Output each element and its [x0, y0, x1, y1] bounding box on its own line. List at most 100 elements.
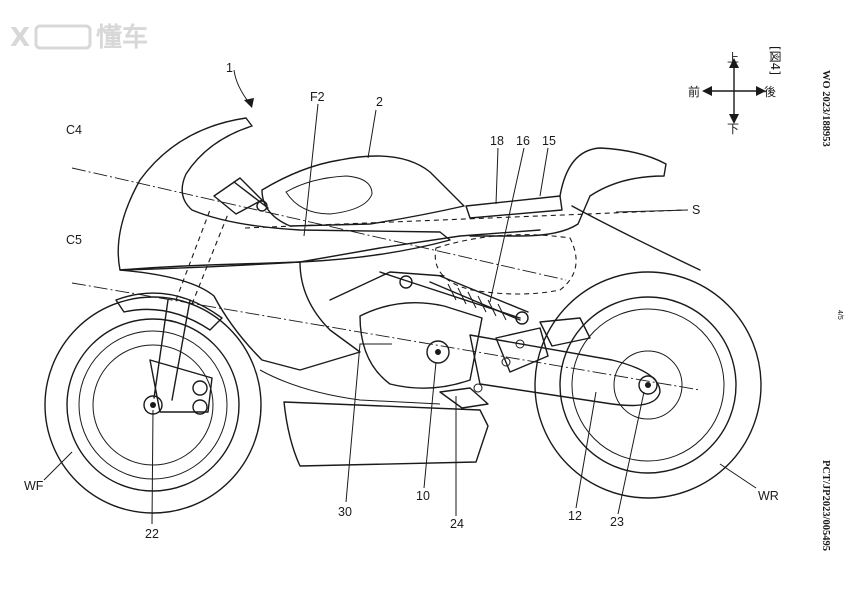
label-bracket-24: 24	[450, 517, 464, 531]
shock-bottom-mount	[515, 311, 529, 325]
watermark-logo-x: X	[10, 23, 30, 53]
lower-cowl	[283, 401, 489, 467]
link-pivot-lower	[192, 399, 208, 415]
leader-pivot-10	[423, 361, 437, 489]
seat-tail	[465, 147, 701, 271]
leader-rear-axle	[617, 391, 645, 515]
bar-end	[256, 200, 268, 212]
bracket-bolt-a	[473, 383, 483, 393]
watermark-brand-text: 懂车	[96, 22, 148, 53]
compass-down-label: 下	[727, 122, 739, 136]
label-seat-18: 18	[490, 134, 504, 148]
upper-cowl	[117, 117, 451, 271]
front-wheel	[44, 292, 262, 514]
leader-front-axle	[151, 409, 154, 525]
label-fuel-tank: 2	[376, 95, 383, 109]
front-rim	[78, 330, 228, 480]
reference-labels: 1 F2 2 C4 C5 18 16 15 S WF 22 30 10 24 1…	[24, 61, 779, 541]
front-axle-center	[150, 402, 156, 408]
fuel-tank-knee-recess	[285, 175, 373, 215]
side-fairing	[119, 261, 361, 371]
leader-motorcycle	[233, 69, 251, 105]
label-swingarm-12: 12	[568, 509, 582, 523]
bracket-24	[439, 387, 489, 409]
handlebar-grip	[233, 181, 269, 209]
frame	[299, 229, 577, 325]
front-tire-outer	[44, 296, 262, 514]
label-c4: C4	[66, 123, 82, 137]
compass-rear-arrow-icon	[756, 86, 766, 96]
steering-axis-hidden	[175, 209, 229, 305]
belly-line	[259, 369, 441, 405]
swing-arm-bracket	[539, 317, 591, 347]
page-mark: 4/5	[836, 310, 843, 320]
rear-hub	[613, 350, 683, 420]
rear-tire-outer	[534, 271, 762, 499]
center-line-c4	[71, 167, 567, 281]
rear-fender-line	[571, 205, 701, 271]
front-tire-inner	[66, 318, 240, 492]
leader-shock-16	[489, 147, 525, 303]
leader-f2	[303, 103, 319, 237]
figure-label: [図4]	[768, 46, 782, 75]
handlebar	[213, 177, 269, 215]
reference-lines	[71, 167, 701, 391]
shock-body	[429, 275, 529, 321]
label-c5: C5	[66, 233, 82, 247]
leader-rear-wheel	[719, 463, 757, 489]
shock-spring-coils	[447, 283, 507, 321]
publication-number: WO 2023/188953	[820, 70, 831, 147]
leader-fuel-tank	[367, 109, 377, 159]
application-number: PCT/JP2023/005495	[820, 460, 831, 551]
direction-compass: 上 下 前 後	[688, 51, 776, 136]
compass-rear-label: 後	[764, 85, 776, 99]
label-pivot-10: 10	[416, 489, 430, 503]
label-tail-15: 15	[542, 134, 556, 148]
center-line-c5	[71, 282, 701, 391]
rear-shock-16	[399, 275, 529, 325]
pivot-10	[426, 340, 450, 364]
swing-arm-body	[469, 334, 661, 407]
front-suspension-link	[149, 359, 213, 413]
label-front-axle: 22	[145, 527, 159, 541]
leader-tail-15	[539, 147, 549, 197]
compass-up-arrow-icon	[729, 58, 739, 68]
label-rear-axle: 23	[610, 515, 624, 529]
rear-tire-inner	[559, 296, 737, 474]
swing-arm	[469, 317, 661, 407]
front-fork-tubes	[153, 299, 191, 401]
leader-swingarm-12	[575, 391, 597, 509]
frame-down-rail	[329, 271, 445, 301]
compass-front-arrow-icon	[702, 86, 712, 96]
front-suspension	[149, 209, 229, 415]
rear-rim	[571, 308, 725, 462]
shock-top-mount	[399, 275, 413, 289]
hidden-region-s	[434, 234, 577, 295]
leader-s	[615, 209, 689, 213]
fuel-tank	[261, 155, 465, 227]
rear-axle-center	[645, 382, 651, 388]
engine-case	[359, 302, 483, 389]
compass-down-arrow-icon	[729, 114, 739, 124]
tail-cowl-15	[469, 147, 667, 237]
label-motorcycle: 1	[226, 61, 233, 75]
handlebar-clamp	[213, 177, 263, 215]
fuel-tank-outline	[261, 155, 465, 227]
label-s: S	[692, 203, 700, 217]
label-f2: F2	[310, 90, 325, 104]
front-fender	[115, 292, 223, 331]
frame-upper-rail	[299, 229, 541, 263]
compass-front-label: 前	[688, 84, 700, 99]
leader-lines	[43, 69, 757, 525]
bracket-bolt-c	[515, 339, 525, 349]
rear-wheel	[534, 271, 762, 499]
label-rear-wheel: WR	[758, 489, 779, 503]
engine-30	[359, 302, 549, 409]
label-shock-16: 16	[516, 134, 530, 148]
label-engine-30: 30	[338, 505, 352, 519]
leader-engine-30	[345, 343, 392, 503]
watermark-logo: X 懂车	[10, 22, 148, 53]
seat-18	[465, 195, 563, 219]
compass-up-label: 上	[727, 51, 739, 65]
